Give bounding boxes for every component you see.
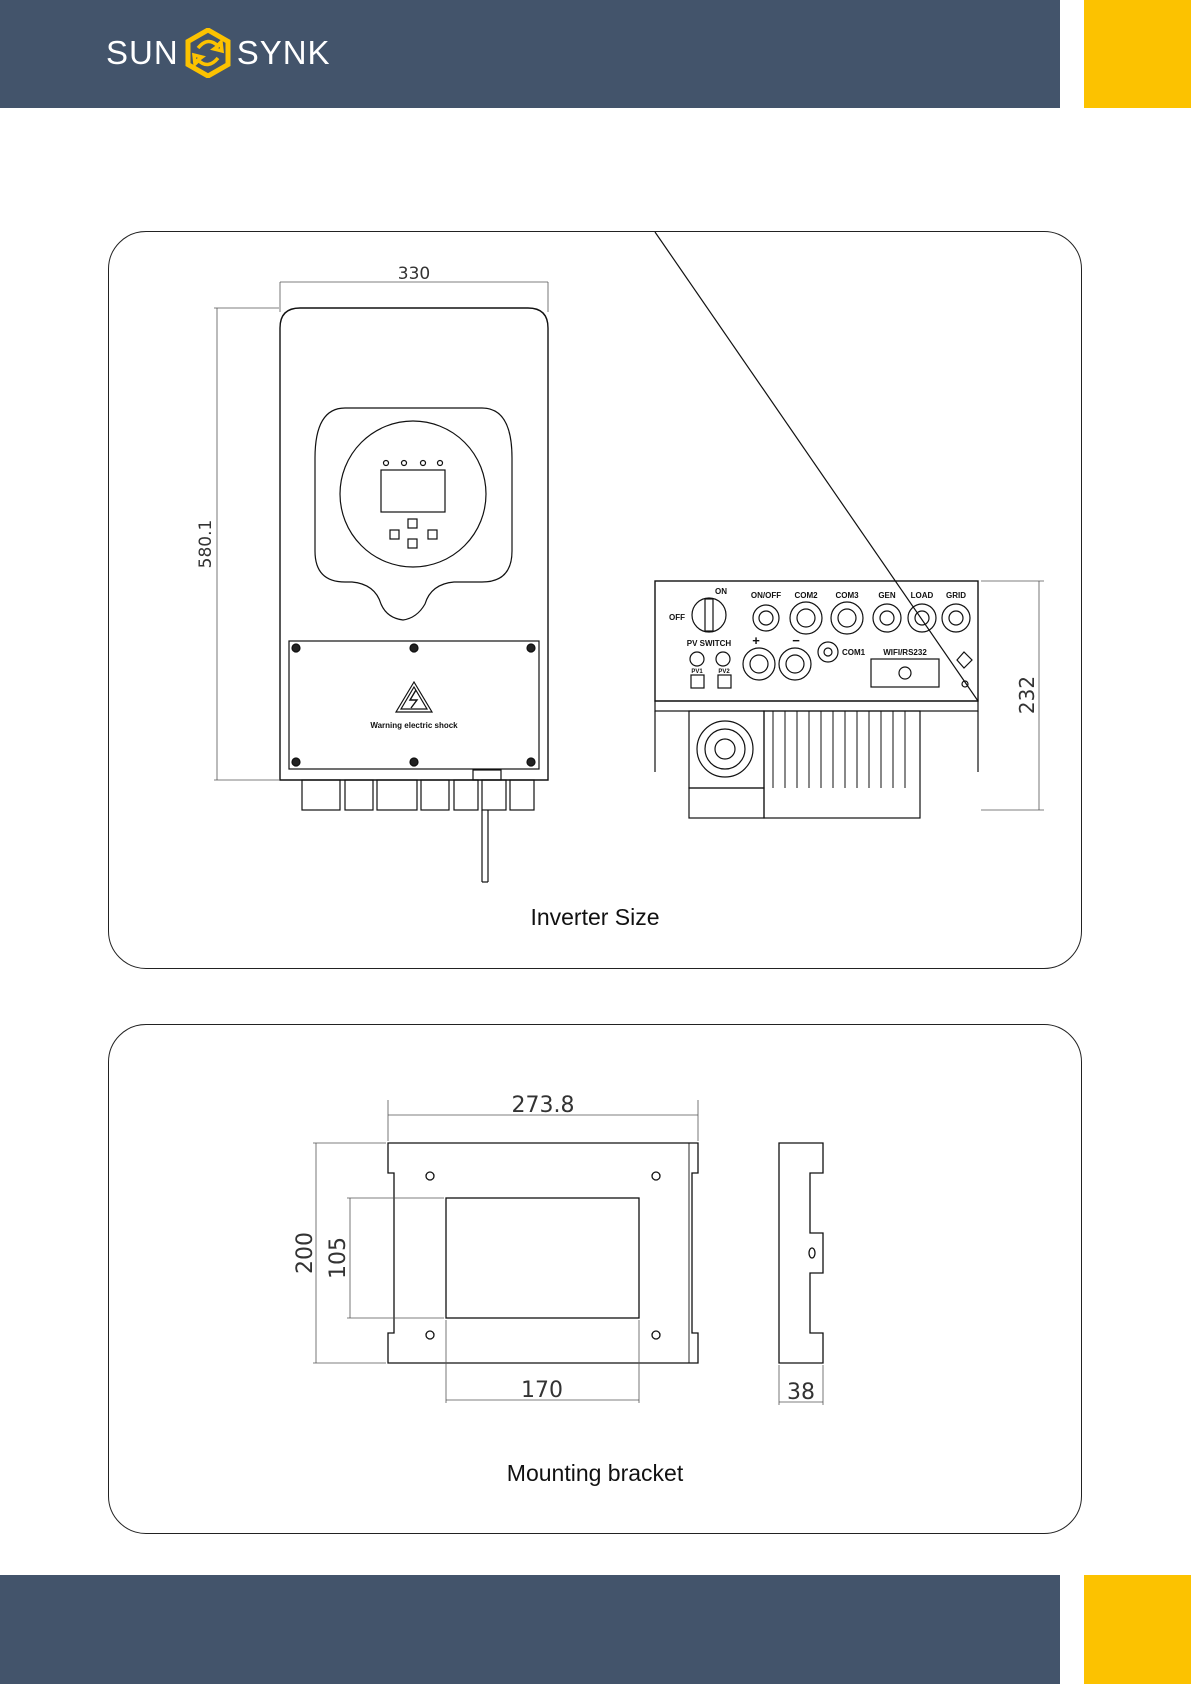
port-com2-label: COM2 [794, 591, 818, 600]
minus-terminal-label: − [792, 633, 800, 648]
inverter-drawing: 330 580.1 232 Warning electric shock ON … [109, 232, 1083, 970]
port-grid-label: GRID [946, 591, 966, 600]
plus-terminal-label: + [752, 633, 760, 648]
warning-label: Warning electric shock [370, 721, 458, 730]
dim-bracket-height: 200 [293, 1232, 318, 1274]
com1-label: COM1 [842, 648, 866, 657]
port-gen-label: GEN [878, 591, 896, 600]
footer-accent [1084, 1575, 1191, 1684]
port-load-label: LOAD [911, 591, 934, 600]
inverter-size-caption: Inverter Size [109, 904, 1081, 931]
brand-logo: SUN SYNK [106, 28, 331, 78]
pv1-label: PV1 [691, 669, 703, 675]
port-on-label: ON [715, 587, 727, 596]
dim-bracket-depth: 38 [787, 1380, 815, 1405]
dim-bracket-inner-height: 105 [326, 1237, 351, 1279]
dim-side-height: 232 [1015, 676, 1039, 714]
brand-word-left: SUN [106, 34, 179, 72]
pv2-label: PV2 [718, 669, 730, 675]
pv-switch-label: PV SWITCH [687, 639, 732, 648]
hexagon-logo-icon [185, 28, 231, 78]
brand-word-right: SYNK [237, 34, 331, 72]
dim-front-height: 580.1 [196, 520, 216, 569]
port-on-off-label: ON/OFF [751, 591, 781, 600]
footer-band [0, 1575, 1060, 1684]
mounting-bracket-caption: Mounting bracket [109, 1460, 1081, 1487]
port-com3-label: COM3 [835, 591, 859, 600]
inverter-size-panel: 330 580.1 232 Warning electric shock ON … [108, 231, 1082, 969]
mounting-bracket-panel: 273.8 200 105 170 38 Mounting bracket [108, 1024, 1082, 1534]
dim-front-width: 330 [398, 264, 430, 284]
header-accent [1084, 0, 1191, 108]
port-off-label: OFF [669, 613, 685, 622]
dim-bracket-width: 273.8 [512, 1093, 575, 1118]
dim-bracket-inner-width: 170 [521, 1378, 563, 1403]
bracket-drawing: 273.8 200 105 170 38 [109, 1025, 1083, 1535]
wifi-label: WIFI/RS232 [883, 648, 927, 657]
